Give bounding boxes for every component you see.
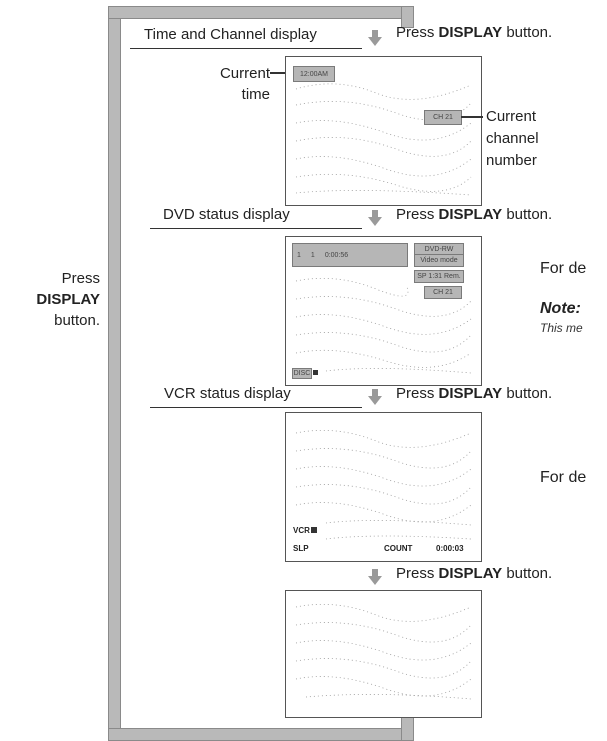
callout-line-time [270, 72, 296, 74]
side-press-line3: button. [54, 312, 100, 329]
press-display-instruction: Press DISPLAY button. [396, 565, 553, 582]
osd-counter-value: 0:00:03 [436, 544, 464, 553]
osd-vcr-label: VCR [293, 526, 310, 535]
for-details-text-2: For de [540, 469, 587, 486]
press-display-instruction: Press DISPLAY button. [396, 206, 553, 223]
down-arrow-icon [368, 389, 382, 405]
osd-record-mode: Video mode [414, 254, 464, 267]
osd-title-number: 1 [297, 251, 301, 259]
press-display-instruction: Press DISPLAY button. [396, 24, 553, 41]
stop-icon [313, 370, 318, 375]
osd-current-channel: CH 21 [424, 110, 462, 125]
section-underline [150, 407, 362, 408]
section-dvd-status-label: DVD status display [163, 206, 290, 223]
loop-bar-top [108, 6, 414, 19]
down-arrow-icon [368, 30, 382, 46]
down-arrow-icon [368, 569, 382, 585]
loop-bar-left [108, 6, 121, 741]
stop-icon [311, 527, 317, 533]
loop-bar-top-right [401, 6, 414, 28]
section-underline [150, 228, 362, 229]
osd-tape-speed: SLP [293, 544, 309, 553]
callout-current-time: Current time [219, 65, 270, 103]
loop-bar-bottom-right [401, 716, 414, 741]
callout-line-channel [461, 116, 483, 118]
note-heading: Note: [540, 300, 581, 317]
screen-no-display [285, 590, 482, 718]
osd-remaining-time: SP 1:31 Rem. [414, 270, 464, 283]
section-time-channel-label: Time and Channel display [144, 26, 317, 43]
loop-bar-bottom [108, 728, 414, 741]
osd-disc-label: DISC [292, 368, 312, 379]
osd-elapsed-time: 0:00:56 [324, 251, 349, 259]
down-arrow-icon [368, 210, 382, 226]
side-press-line1: Press [61, 270, 100, 287]
section-underline [130, 48, 362, 49]
note-body: This me [540, 321, 583, 335]
section-vcr-status-label: VCR status display [164, 385, 291, 402]
osd-current-time: 12:00AM [293, 66, 335, 82]
callout-current-channel: Current channel number [486, 108, 539, 169]
screen-vcr-status [285, 412, 482, 562]
osd-channel: CH 21 [424, 286, 462, 299]
osd-dvd-status-bar: 1 1 0:00:56 [292, 243, 408, 267]
osd-counter-label: COUNT [384, 544, 413, 553]
side-press-line2: DISPLAY [36, 291, 100, 308]
side-press-instruction: Press DISPLAY button. [10, 268, 100, 331]
osd-chapter-number: 1 [310, 251, 315, 259]
press-display-instruction: Press DISPLAY button. [396, 385, 553, 402]
for-details-text-1: For de [540, 260, 587, 277]
